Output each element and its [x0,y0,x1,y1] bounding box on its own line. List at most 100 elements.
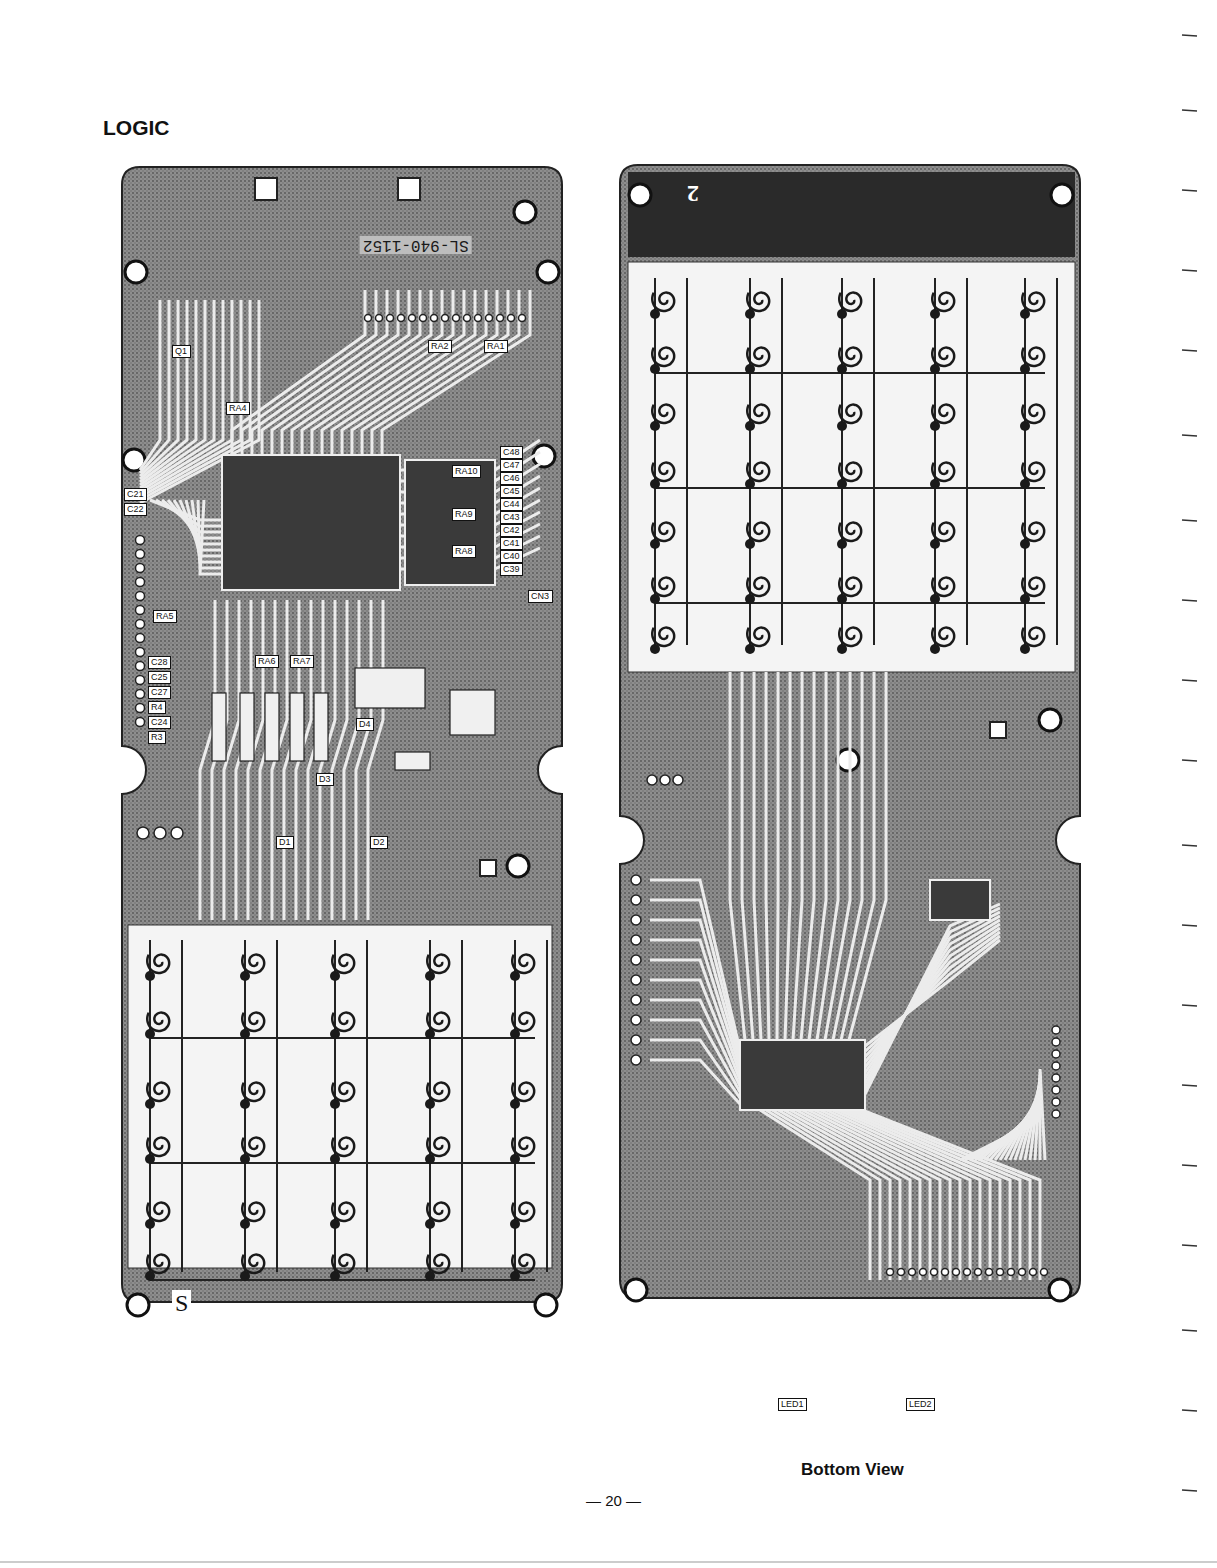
key-via [837,644,847,654]
key-via [330,1154,340,1164]
solder-pad [631,1035,641,1045]
margin-tick [1182,350,1197,351]
key-via [330,1219,340,1229]
solder-pad [931,1269,938,1276]
designator-text: LED1 [781,1399,804,1410]
key-contact [332,1083,354,1101]
solder-pad [1052,1062,1060,1070]
copper-trace [140,300,178,476]
copper-trace [785,672,790,1040]
margin-tick [1182,270,1197,271]
component-designator: C42 [500,524,523,537]
copper-trace [850,1110,1020,1280]
key-contact [652,348,674,366]
part-outline [212,693,226,761]
designator-text: C41 [503,538,520,549]
solder-pad [453,315,460,322]
key-contact [512,1083,534,1101]
designator-text: C21 [127,489,144,500]
designator-text: RA9 [455,509,473,520]
component-designator: C25 [148,671,171,684]
designator-text: RA7 [293,656,311,667]
key-via [510,1219,520,1229]
ground-plane [628,172,1075,257]
designator-text: D1 [279,837,291,848]
component-designator: RA7 [290,655,314,668]
solder-pad [154,827,166,839]
square-pad [990,722,1006,738]
keypad-trace [150,1162,535,1164]
solder-pad [631,995,641,1005]
margin-tick [1182,110,1197,111]
designator-text: RA8 [455,546,473,557]
key-via [425,1219,435,1229]
solder-pad [631,875,641,885]
key-via [745,309,755,319]
key-via [837,364,847,374]
solder-pad [631,935,641,945]
solder-pad [376,315,383,322]
part-outline [240,693,254,761]
keypad-trace [276,940,278,1272]
mounting-hole [1039,709,1061,731]
component-designator: R3 [148,731,166,744]
key-contact [242,1255,264,1273]
key-contact [147,1255,169,1273]
key-contact [652,628,674,646]
copper-trace [650,1020,740,1092]
key-contact [932,628,954,646]
component-designator: RA8 [452,545,476,558]
solder-pad [887,1269,894,1276]
margin-tick [1182,1410,1197,1411]
key-via [650,644,660,654]
key-via [240,1271,250,1281]
designator-text: RA1 [487,341,505,352]
designator-text: Q1 [175,346,188,357]
key-contact [839,405,861,423]
component-designator: C39 [500,563,523,576]
solder-pad [1052,1086,1060,1094]
solder-pad [136,704,145,713]
component-designator: RA9 [452,508,476,521]
copper-trace [650,1060,740,1104]
mounting-hole [837,749,859,771]
solder-pad [136,662,145,671]
key-via [1020,421,1030,431]
mounting-hole [125,261,147,283]
designator-text: C46 [503,473,520,484]
key-via [930,364,940,374]
designator-text: C43 [503,512,520,523]
key-via [930,594,940,604]
margin-tick [1182,1245,1197,1246]
component-designator: C22 [124,503,147,516]
key-contact [747,293,769,311]
key-via [930,479,940,489]
key-via [510,1099,520,1109]
copper-trace [495,512,540,536]
solder-pad [631,915,641,925]
key-contact [332,1255,354,1273]
key-via [240,1029,250,1039]
margin-tick [1182,1085,1197,1086]
component-designator: C45 [500,485,523,498]
keypad-trace [150,1037,535,1039]
key-contact [332,955,354,973]
copper-trace [742,672,753,1040]
key-via [837,594,847,604]
key-contact [147,1138,169,1156]
key-contact [242,1083,264,1101]
key-contact [839,523,861,541]
designator-text: C47 [503,460,520,471]
margin-tick [1182,190,1197,191]
solder-pad [136,690,145,699]
component-designator: C44 [500,498,523,511]
component-designator: D1 [276,836,294,849]
key-via [240,1219,250,1229]
designator-text: D4 [359,719,371,730]
component-designator: C41 [500,537,523,550]
key-contact [242,1203,264,1221]
solder-pad [920,1269,927,1276]
key-via [330,1099,340,1109]
copper-trace [833,672,862,1040]
